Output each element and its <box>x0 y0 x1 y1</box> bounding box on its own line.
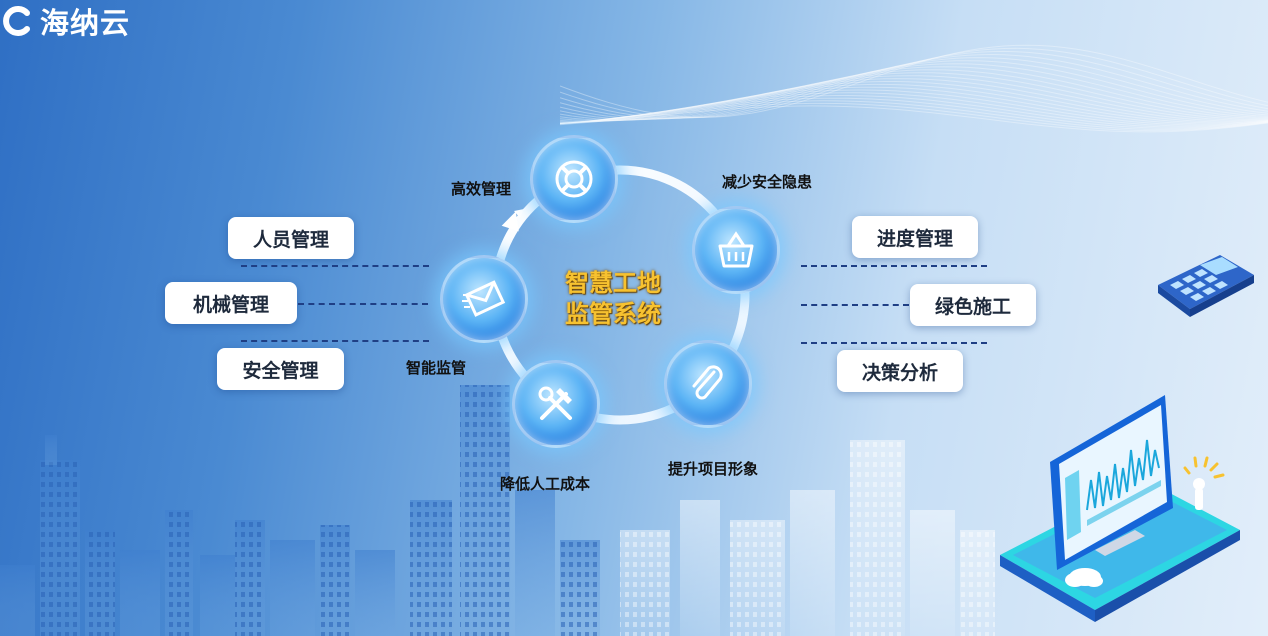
node-label-0: 高效管理 <box>451 180 512 198</box>
hammer-wrench-icon <box>538 386 572 420</box>
left-divider-2 <box>241 340 429 342</box>
right-divider-1 <box>801 265 987 267</box>
node-smart-supervision <box>440 255 528 343</box>
paperclip-icon <box>692 365 723 400</box>
node-reduce-labor-cost <box>512 360 600 448</box>
left-item-safety: 安全管理 <box>217 348 344 390</box>
node-improve-image <box>664 340 752 428</box>
city-skyline-decoration <box>0 385 995 636</box>
left-item-personnel: 人员管理 <box>228 217 354 259</box>
right-divider-2 <box>801 342 987 344</box>
mail-icon <box>462 280 506 317</box>
node-label-2: 提升项目形象 <box>668 460 759 478</box>
node-label-4: 智能监管 <box>406 359 467 377</box>
left-divider-1 <box>241 265 429 267</box>
basket-icon <box>718 231 754 268</box>
node-label-1: 减少安全隐患 <box>722 173 813 191</box>
wave-lines-decoration <box>560 44 1268 133</box>
left-item-machinery: 机械管理 <box>165 282 297 324</box>
brand-logo: 海纳云 <box>0 0 1268 42</box>
node-label-3: 降低人工成本 <box>500 475 591 493</box>
right-connector <box>801 304 909 306</box>
center-title-line1: 智慧工地 <box>565 269 661 297</box>
right-item-green-construction: 绿色施工 <box>910 284 1036 326</box>
right-item-decision-analysis: 决策分析 <box>837 350 963 392</box>
brand-mark-icon <box>3 6 30 36</box>
lifebuoy-icon <box>555 160 593 198</box>
node-efficient-management <box>530 135 618 223</box>
center-title-line2: 监管系统 <box>565 300 661 328</box>
cycle-arrow-icon <box>501 211 519 232</box>
calculator-icon <box>1158 255 1254 317</box>
left-connector <box>298 303 428 305</box>
center-title: 智慧工地 监管系统 <box>565 268 661 330</box>
right-item-progress: 进度管理 <box>852 216 978 258</box>
node-reduce-hazards <box>692 206 780 294</box>
brand-name: 海纳云 <box>40 6 131 40</box>
computer-dashboard-illustration <box>1000 395 1240 622</box>
